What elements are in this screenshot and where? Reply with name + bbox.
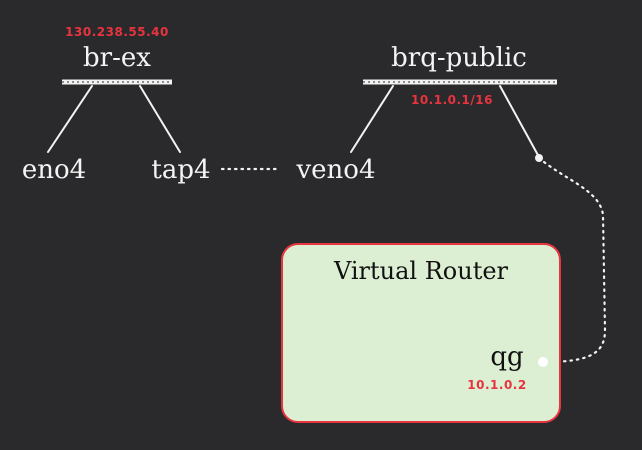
brq-public-label: brq-public: [391, 43, 527, 73]
brq-public-bridge: brq-public 10.1.0.1/16: [363, 43, 557, 107]
br-ex-label: br-ex: [83, 43, 151, 73]
veno4-label: veno4: [295, 155, 375, 185]
tap4-label: tap4: [151, 155, 210, 185]
br-ex-ip: 130.238.55.40: [65, 25, 169, 39]
wire-brq-public-qg: [499, 85, 540, 158]
brq-public-ip: 10.1.0.1/16: [411, 93, 493, 107]
wire-br-ex-eno4: [47, 85, 93, 153]
qg-port-dot: [538, 357, 548, 367]
brq-public-port-dot: [535, 154, 543, 162]
virtual-router-box: [281, 243, 561, 423]
virtual-router-title: Virtual Router: [333, 257, 509, 285]
wire-br-ex-tap4: [139, 85, 181, 153]
qg-port-ip: 10.1.0.2: [467, 378, 526, 392]
virtual-router: Virtual Router qg 10.1.0.2: [281, 243, 561, 423]
eno4-label: eno4: [22, 155, 86, 185]
link-brq-public-qg: [537, 156, 607, 364]
wire-brq-public-veno4: [350, 85, 394, 153]
br-ex-bridge: 130.238.55.40 br-ex: [62, 25, 172, 85]
qg-port-label: qg: [490, 342, 523, 372]
